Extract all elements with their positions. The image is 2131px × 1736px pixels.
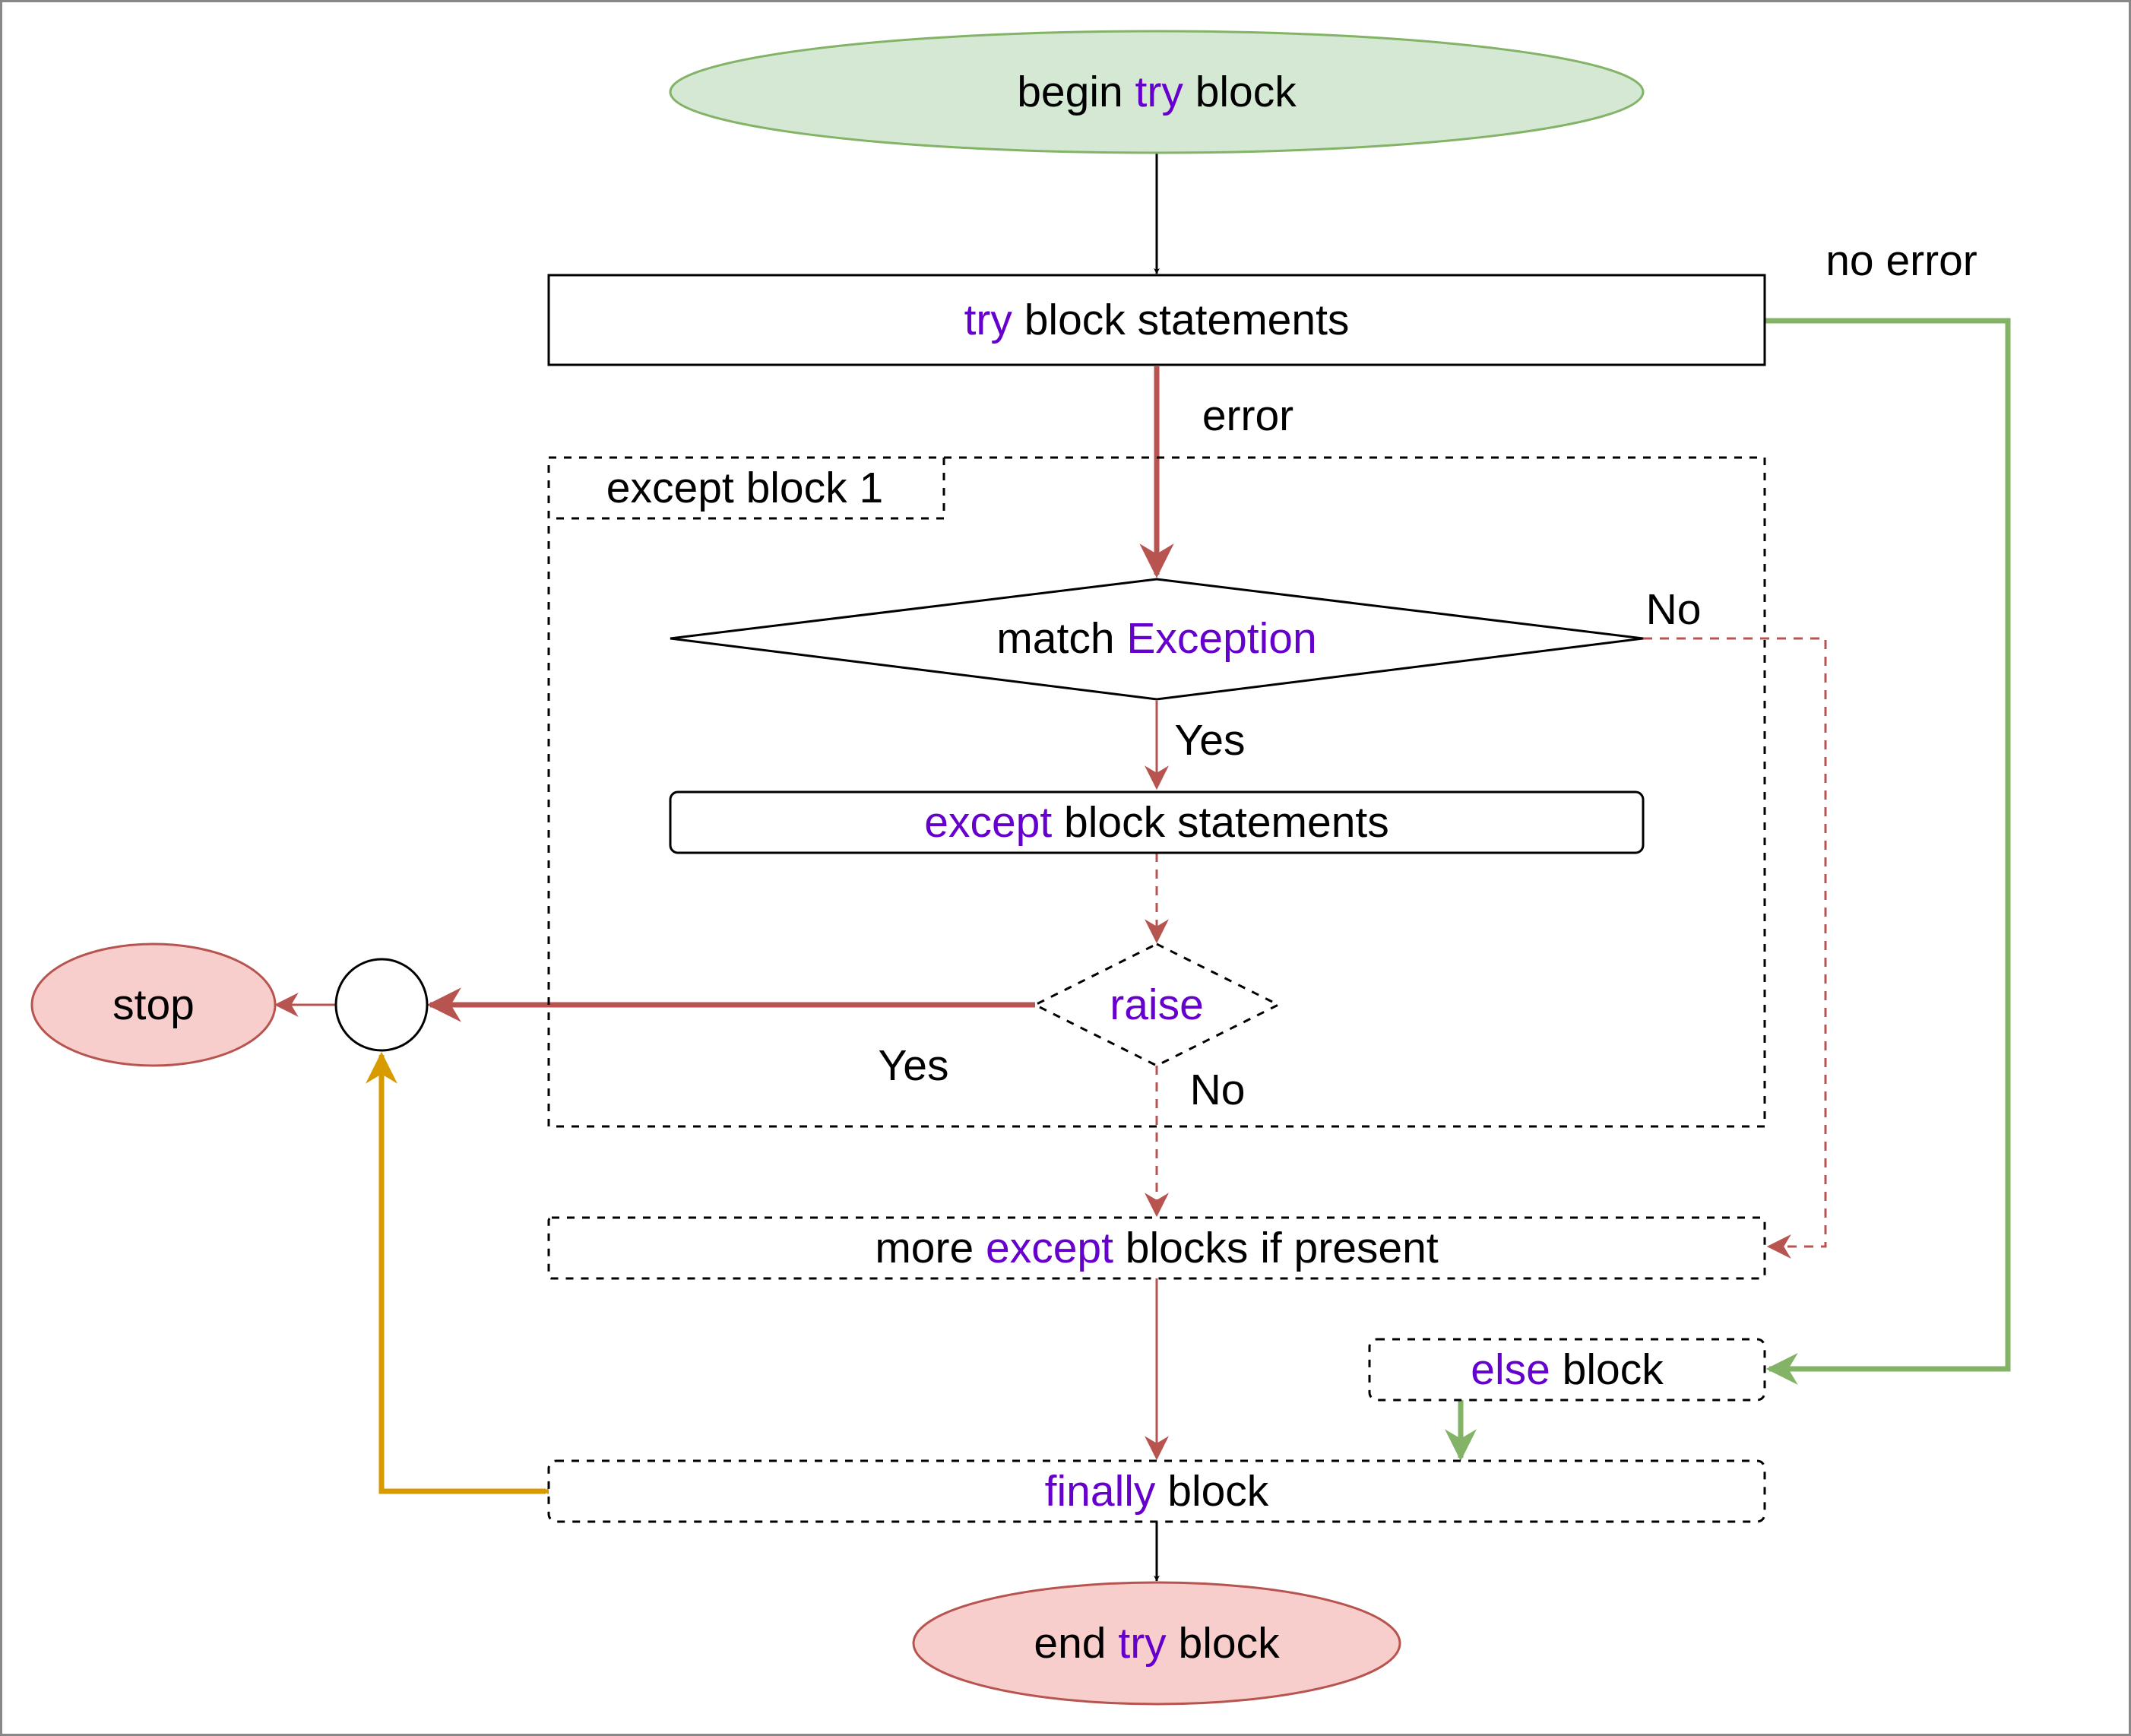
label-raise-no: No [1190, 1066, 1246, 1114]
end-try-label: end try block [1034, 1619, 1280, 1668]
label-error: error [1202, 391, 1293, 440]
else-block-label: else block [1471, 1345, 1664, 1394]
raise-label: raise [1110, 980, 1204, 1029]
try-statements-node [547, 274, 1766, 366]
label-raise-yes: Yes [879, 1041, 949, 1090]
label-match-no: No [1646, 585, 1702, 634]
except-block-1-label: except block 1 [606, 464, 883, 512]
label-no-error: no error [1825, 236, 1977, 285]
edges [274, 152, 2011, 1582]
label-match-yes: Yes [1175, 716, 1246, 765]
except-block-1-label-box [547, 456, 945, 520]
edge-finally-circle [366, 1051, 575, 1507]
stop-label: stop [112, 980, 195, 1029]
finally-block-label: finally block [1045, 1467, 1269, 1516]
more-except-node [547, 1216, 1766, 1280]
raise-decision [1032, 942, 1281, 1067]
end-try-node [912, 1581, 1401, 1706]
else-block-node [1368, 1338, 1766, 1402]
edge-no-error [1765, 318, 2011, 1385]
stop-node [30, 942, 277, 1067]
finally-block-node [547, 1459, 1766, 1523]
begin-try-node [669, 30, 1645, 154]
except-statements-node [669, 790, 1645, 854]
except-statements-label: except block statements [924, 798, 1388, 847]
more-except-label: more except blocks if present [875, 1224, 1439, 1272]
except-block-1-container [547, 456, 1766, 1128]
try-statements-label: try block statements [964, 296, 1350, 344]
edge-match-no [1643, 637, 1827, 1259]
match-exception-decision [670, 578, 1644, 701]
junction-node [334, 958, 429, 1052]
match-exception-label: match Exception [996, 614, 1316, 663]
begin-try-label: begin try block [1017, 68, 1297, 116]
